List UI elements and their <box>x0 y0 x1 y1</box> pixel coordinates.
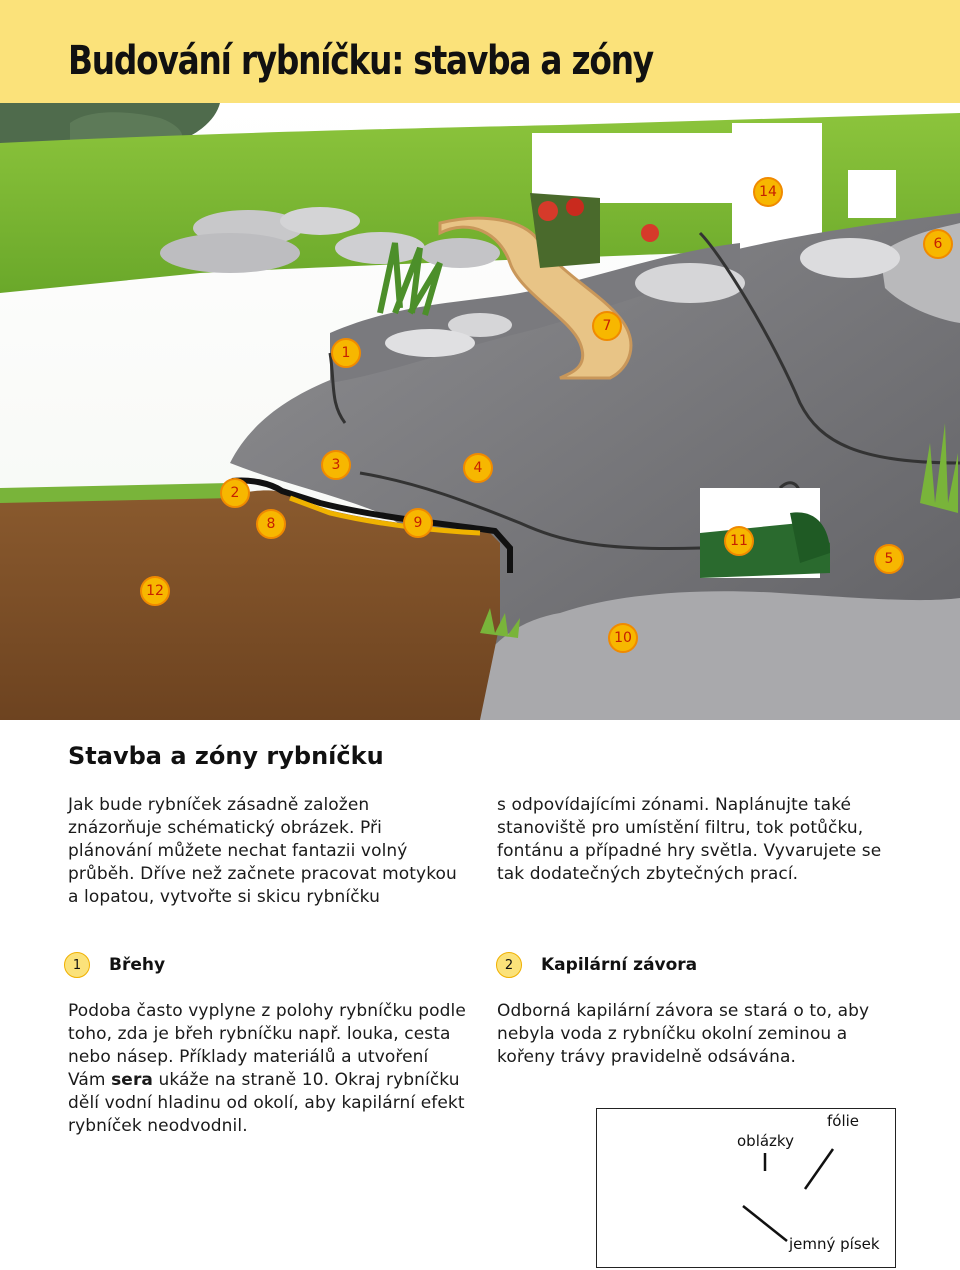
soil-section-shape <box>0 490 500 720</box>
rock-shape <box>635 263 745 303</box>
marker-1: 1 <box>331 338 361 368</box>
rock-shape <box>385 329 475 357</box>
grass-tuft-shape <box>920 423 958 513</box>
flower-shape <box>641 224 659 242</box>
header-band <box>0 0 960 103</box>
section-heading: Stavba a zóny rybníčku <box>68 742 384 770</box>
capillary-barrier-description: Odborná kapilární závora se stará o to, … <box>497 1001 870 1067</box>
marker-12: 12 <box>140 576 170 606</box>
rock-shape <box>335 232 425 264</box>
flower-shape <box>538 201 558 221</box>
banks-text-part: Podoba často vyplyne z polohy rybníčku p… <box>68 1001 466 1090</box>
rock-shape <box>160 233 300 273</box>
label-foil: fólie <box>827 1112 860 1130</box>
marker-3: 3 <box>321 450 351 480</box>
rock-shape <box>420 238 500 268</box>
banks-description: Podoba často vyplyne z polohy rybníčku p… <box>68 1000 468 1138</box>
pond-cross-section-drawing <box>0 103 960 720</box>
grass-tuft-shape <box>480 608 520 638</box>
backdrop-panel <box>848 170 896 218</box>
item-number-badge: 1 <box>64 952 90 978</box>
pointer-line <box>742 1205 788 1242</box>
liner-edge-line <box>231 477 513 573</box>
rock-shape <box>280 207 360 235</box>
item-heading-banks: 1 Břehy <box>64 952 165 978</box>
plant-bed-shape <box>530 193 600 268</box>
marker-5: 5 <box>874 544 904 574</box>
marker-14: 14 <box>753 177 783 207</box>
item-title: Kapilární závora <box>541 955 698 975</box>
marker-6: 6 <box>923 229 953 259</box>
label-sand: jemný písek <box>789 1235 880 1253</box>
diagram-lines <box>742 1148 835 1242</box>
grass-edge-shape <box>0 483 235 503</box>
rock-shape <box>448 313 512 337</box>
sand-layer-line <box>289 495 481 536</box>
marker-4: 4 <box>463 453 493 483</box>
marker-7: 7 <box>592 311 622 341</box>
rock-shape <box>800 238 900 278</box>
item-number-badge: 2 <box>496 952 522 978</box>
marker-8: 8 <box>256 509 286 539</box>
capillary-barrier-diagram: oblázky fólie jemný písek <box>596 1108 896 1268</box>
marker-10: 10 <box>608 623 638 653</box>
label-pebbles: oblázky <box>737 1132 794 1150</box>
cable-line <box>698 231 960 465</box>
reed-shape <box>377 242 443 316</box>
item-title: Břehy <box>109 955 166 975</box>
banks-text-part: ukáže na straně 10. Okraj rybníčku dělí … <box>68 1070 465 1136</box>
pond-illustration: 14 6 7 1 3 4 2 8 9 11 5 12 10 <box>0 103 960 720</box>
item-heading-capillary-barrier: 2 Kapilární závora <box>496 952 697 978</box>
gravel-shape <box>480 591 960 720</box>
marker-11: 11 <box>724 526 754 556</box>
marker-9: 9 <box>403 508 433 538</box>
flower-shape <box>566 198 584 216</box>
page-title: Budování rybníčku: stavba a zóny <box>68 38 654 84</box>
pointer-line <box>803 1148 835 1190</box>
backdrop-panel <box>532 133 762 203</box>
marker-2: 2 <box>220 478 250 508</box>
intro-paragraph-left: Jak bude rybníček zásadně založen znázor… <box>68 795 457 907</box>
pump-shape <box>790 512 830 563</box>
cable-line <box>328 352 701 551</box>
intro-paragraph-right: s odpovídajícími zónami. Naplánujte také… <box>497 795 882 884</box>
brand-name: sera <box>111 1070 153 1090</box>
